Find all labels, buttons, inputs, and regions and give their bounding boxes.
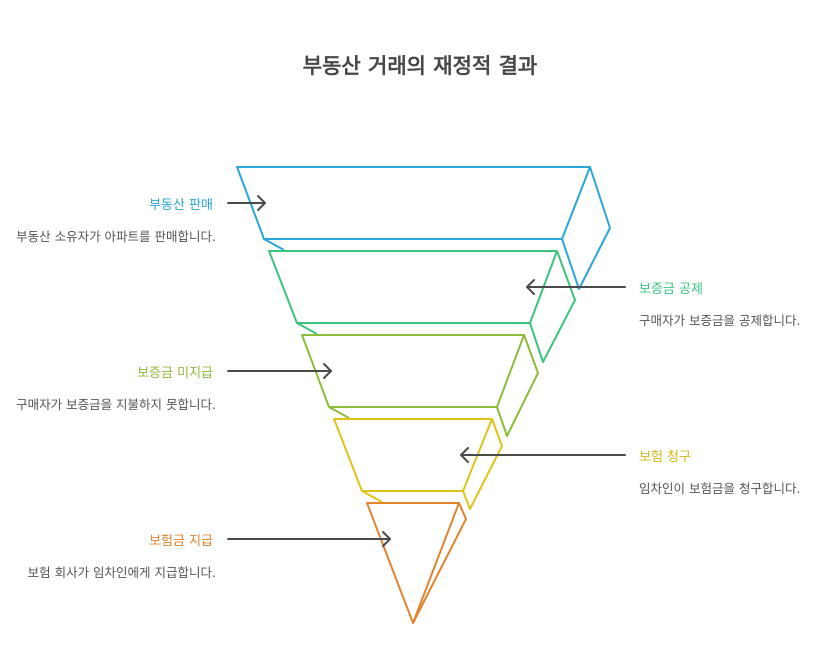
stage-label-insurance-claim: 보험 청구 <box>639 450 691 465</box>
funnel-segment-deposit-unpaid <box>301 334 539 437</box>
arrow-left-icon <box>526 279 626 295</box>
stage-description-insurance-payout: 보험 회사가 임차인에게 지급합니다. <box>27 565 216 580</box>
arrow-left-icon <box>460 447 626 463</box>
funnel-segment-property-sale <box>236 166 611 290</box>
stage-description-deposit-deduction: 구매자가 보증금을 공제합니다. <box>639 313 801 328</box>
arrow-right-icon <box>227 363 332 379</box>
funnel-segment-deposit-deduction <box>268 250 576 363</box>
stage-description-deposit-unpaid: 구매자가 보증금을 지불하지 못합니다. <box>16 397 216 412</box>
stage-label-deposit-deduction: 보증금 공제 <box>639 282 703 297</box>
stage-label-insurance-payout: 보험금 지급 <box>149 534 213 549</box>
funnel-segment-insurance-claim <box>333 418 503 510</box>
stage-label-property-sale: 부동산 판매 <box>149 198 213 213</box>
stage-label-deposit-unpaid: 보증금 미지급 <box>137 366 213 381</box>
arrow-right-icon <box>227 195 266 211</box>
stage-description-insurance-claim: 임차인이 보험금을 청구합니다. <box>639 481 801 496</box>
stage-description-property-sale: 부동산 소유자가 아파트를 판매합니다. <box>16 229 216 244</box>
diagram-title: 부동산 거래의 재정적 결과 <box>302 54 538 78</box>
arrow-right-icon <box>227 531 391 547</box>
funnel-segment-insurance-payout <box>366 502 467 624</box>
